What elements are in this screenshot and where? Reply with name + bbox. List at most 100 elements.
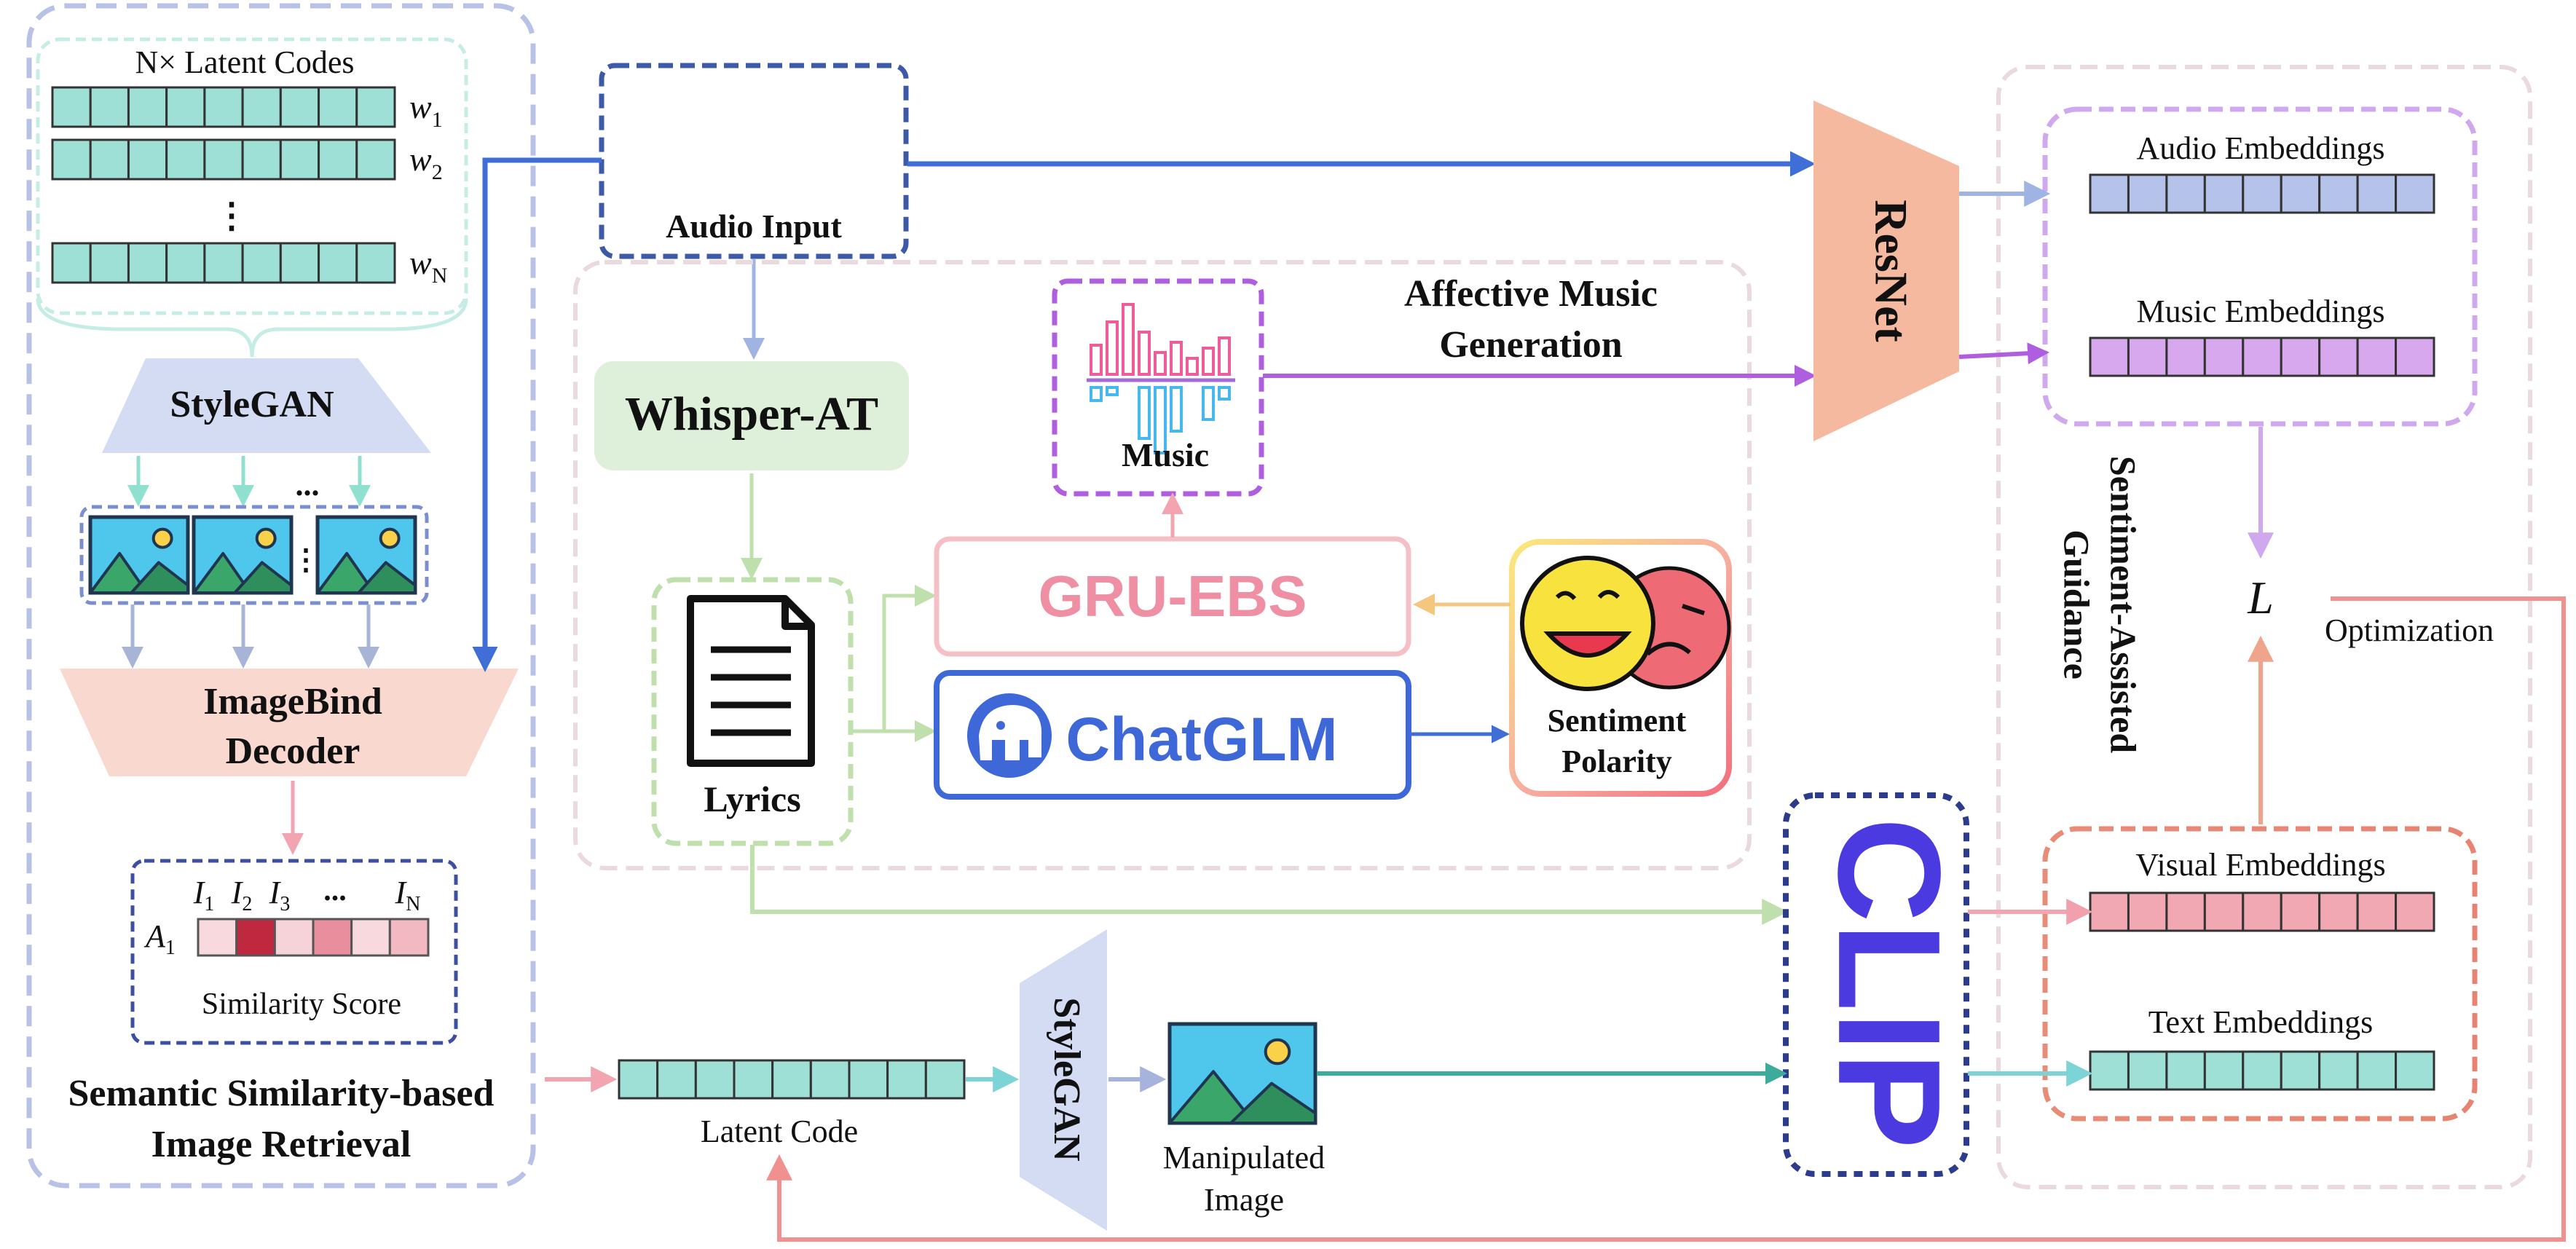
arrow-lyrics-gru xyxy=(852,585,937,733)
embedding-cell xyxy=(355,86,396,128)
waveform-icon xyxy=(617,90,883,195)
latent-code-label: Latent Code xyxy=(701,1114,858,1149)
embedding-cell xyxy=(2395,173,2435,214)
stylegan-bottom xyxy=(1020,929,1107,1231)
gru-ebs-label: GRU-EBS xyxy=(1039,564,1307,629)
embedding-cell xyxy=(733,1059,774,1100)
whisper-at-label: Whisper-AT xyxy=(625,387,878,441)
chatglm-label: ChatGLM xyxy=(1066,705,1337,773)
score-cells xyxy=(197,918,430,957)
embedding-cell xyxy=(279,86,320,128)
embedding-cell xyxy=(318,138,358,181)
embedding-cell xyxy=(165,242,206,284)
embedding-cell xyxy=(89,138,130,181)
lyrics-label: Lyrics xyxy=(704,779,800,819)
embedding-cell xyxy=(127,138,168,181)
score-cell xyxy=(197,918,238,957)
music-emb-cells xyxy=(2089,336,2435,377)
loss-symbol: L xyxy=(2247,572,2274,623)
embedding-cell xyxy=(2165,891,2206,932)
embedding-cell xyxy=(2127,891,2168,932)
retrieval-module-border xyxy=(26,3,536,1189)
embedding-cell xyxy=(2242,336,2282,377)
music-label: Music xyxy=(1122,436,1209,473)
arrow-audio-imagebind xyxy=(472,157,602,672)
embedding-cell xyxy=(2318,1050,2359,1091)
embedding-cell xyxy=(2395,1050,2435,1091)
embedding-cell xyxy=(2127,1050,2168,1091)
embedding-cell xyxy=(771,1059,812,1100)
embedding-cell xyxy=(127,86,168,128)
audio-emb-label: Audio Embeddings xyxy=(2137,130,2385,166)
embedding-cell xyxy=(2356,1050,2398,1091)
embedding-cell xyxy=(318,242,358,284)
generated-image-icon xyxy=(315,515,417,595)
images-vdots: ⋮ xyxy=(291,543,320,576)
embedding-cell xyxy=(2203,891,2245,932)
generated-image-icon xyxy=(88,515,190,595)
embedding-cell xyxy=(2127,336,2168,377)
embedding-cell xyxy=(51,242,92,284)
imagebind-label-1: ImageBind xyxy=(203,681,382,722)
lyrics-border xyxy=(651,577,854,846)
arrow-optimization-feedback xyxy=(766,596,2566,1242)
embedding-cell xyxy=(89,86,130,128)
embedding-cell xyxy=(355,242,396,284)
music-gen-border xyxy=(573,260,1752,870)
visual-text-emb-border-bottom xyxy=(2042,826,2478,1122)
similarity-score-label: Similarity Score xyxy=(202,988,401,1021)
score-col-labels: I1 I2 I3 ... IN xyxy=(193,874,421,915)
embedding-cell xyxy=(203,242,244,284)
audio-emb-cells xyxy=(2089,173,2435,214)
arrow-lyrics-clip xyxy=(750,845,1789,925)
arrow-resnet-music-emb xyxy=(1958,342,2049,365)
rows-vdots: ⋮ xyxy=(214,197,249,235)
generated-images-border xyxy=(79,505,429,605)
embedding-cell xyxy=(2280,1050,2321,1091)
manipulated-image-icon xyxy=(1167,1022,1317,1125)
embedding-cell xyxy=(279,138,320,181)
embedding-cell xyxy=(809,1059,851,1100)
score-col-i2: I2 xyxy=(231,875,253,915)
imagebind-label-2: Decoder xyxy=(226,730,361,772)
music-icon xyxy=(1087,303,1235,454)
embedding-cell xyxy=(2089,173,2130,214)
chatglm-logo-icon xyxy=(967,693,1052,778)
imagebind-decoder xyxy=(60,669,519,776)
embedding-cell xyxy=(656,1059,697,1100)
embedding-cell xyxy=(2203,173,2245,214)
sentiment-label-1: Sentiment xyxy=(1548,703,1687,738)
whisper-at-box xyxy=(594,361,909,470)
score-cell xyxy=(388,918,430,957)
clip-label: CLIP xyxy=(1808,817,1970,1149)
latent-codes-title: N× Latent Codes xyxy=(135,44,355,80)
stylegan-top xyxy=(102,358,431,453)
embedding-cell xyxy=(2318,173,2359,214)
retrieval-title-1: Semantic Similarity-based xyxy=(68,1073,495,1114)
embedding-cell xyxy=(848,1059,889,1100)
score-col-i3: I3 xyxy=(269,875,291,915)
score-row-a1: A1 xyxy=(143,918,176,959)
embedding-cell xyxy=(2165,173,2206,214)
guidance-title-2: Guidance xyxy=(2057,529,2098,679)
embedding-cell xyxy=(279,242,320,284)
embedding-cell xyxy=(241,242,282,284)
embedding-cell xyxy=(2165,1050,2206,1091)
embedding-cell xyxy=(886,1059,927,1100)
embedding-cell xyxy=(2356,336,2398,377)
chatglm-box xyxy=(934,670,1411,800)
embedding-cell xyxy=(165,86,206,128)
embedding-cell xyxy=(2089,891,2130,932)
embedding-cell xyxy=(2127,173,2168,214)
embedding-cell xyxy=(127,242,168,284)
clip-border xyxy=(1783,792,1969,1177)
music-border xyxy=(1052,278,1264,497)
embedding-cell xyxy=(203,86,244,128)
embedding-cell xyxy=(2242,173,2282,214)
embedding-cell xyxy=(2280,173,2321,214)
embedding-cell xyxy=(2203,336,2245,377)
embedding-cell xyxy=(2280,891,2321,932)
embedding-cell xyxy=(203,138,244,181)
score-col-dots: ... xyxy=(323,874,347,907)
